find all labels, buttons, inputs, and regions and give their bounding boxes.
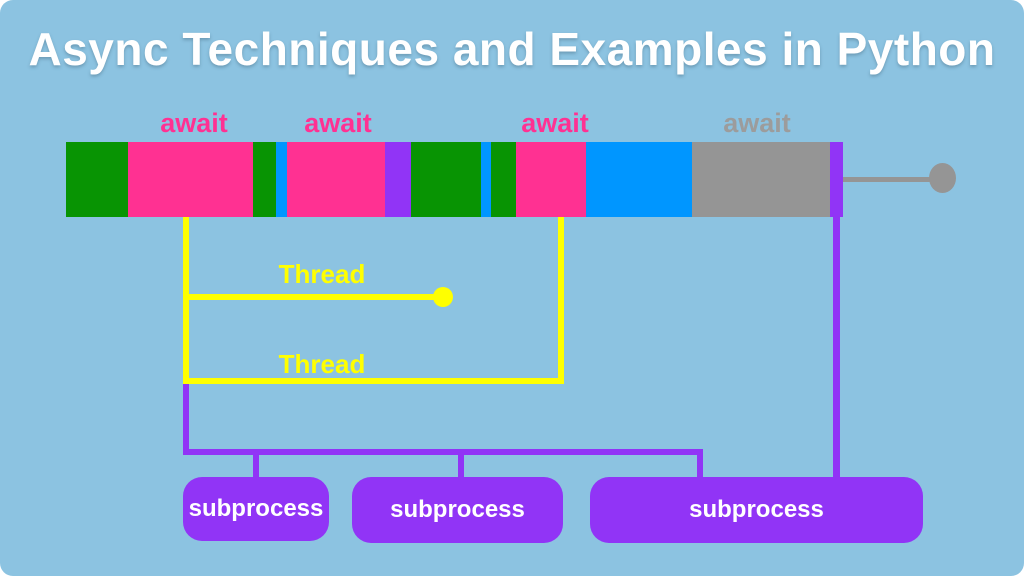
timeline-segment-7-green bbox=[411, 142, 481, 217]
timeline-segment-2-pink bbox=[128, 142, 253, 217]
timeline-segment-6-purple bbox=[385, 142, 411, 217]
subprocess-stub-1 bbox=[253, 455, 259, 477]
timeline-segment-5-pink bbox=[287, 142, 385, 217]
subprocess-box-2: subprocess bbox=[352, 477, 563, 543]
await-label-2: await bbox=[304, 108, 372, 138]
thread-right-vertical-line bbox=[558, 217, 564, 384]
timeline-end-line bbox=[843, 177, 931, 182]
await-label-3: await bbox=[521, 108, 589, 138]
subprocess-stub-2 bbox=[458, 455, 464, 477]
timeline-segment-9-green bbox=[491, 142, 516, 217]
timeline-segment-3-green bbox=[253, 142, 276, 217]
timeline-segment-10-pink bbox=[516, 142, 586, 217]
timeline-end-dot bbox=[929, 163, 956, 193]
timeline-segment-11-blue bbox=[586, 142, 692, 217]
subprocess-long-vertical-line bbox=[833, 217, 840, 477]
subprocess-label-2: subprocess bbox=[390, 496, 525, 523]
timeline-segment-1-green bbox=[66, 142, 128, 217]
thread-endpoint-dot bbox=[433, 287, 453, 307]
await-label-1: await bbox=[160, 108, 228, 138]
thread-1-line bbox=[183, 294, 435, 300]
subprocess-tree-horizontal-line bbox=[183, 449, 703, 455]
thread-label-1: Thread bbox=[278, 259, 366, 289]
subprocess-label-1: subprocess bbox=[188, 495, 324, 522]
subprocess-box-3: subprocess bbox=[590, 477, 923, 543]
slide-title: Async Techniques and Examples in Python bbox=[28, 23, 996, 75]
await-label-4: await bbox=[723, 108, 791, 138]
thread-label-2: Thread bbox=[278, 349, 366, 379]
timeline-segment-4-blue bbox=[276, 142, 287, 217]
thread-left-vertical-line bbox=[183, 217, 189, 384]
timeline-segment-13-purple bbox=[830, 142, 843, 217]
timeline-bar bbox=[66, 142, 843, 217]
subprocess-box-1: subprocess bbox=[183, 477, 329, 541]
thread-2-line bbox=[183, 378, 564, 384]
subprocess-tree-vertical-line bbox=[183, 384, 189, 455]
timeline-segment-12-gray bbox=[692, 142, 830, 217]
subprocess-label-3: subprocess bbox=[689, 496, 824, 523]
timeline-segment-8-blue bbox=[481, 142, 491, 217]
subprocess-stub-3 bbox=[697, 455, 703, 477]
